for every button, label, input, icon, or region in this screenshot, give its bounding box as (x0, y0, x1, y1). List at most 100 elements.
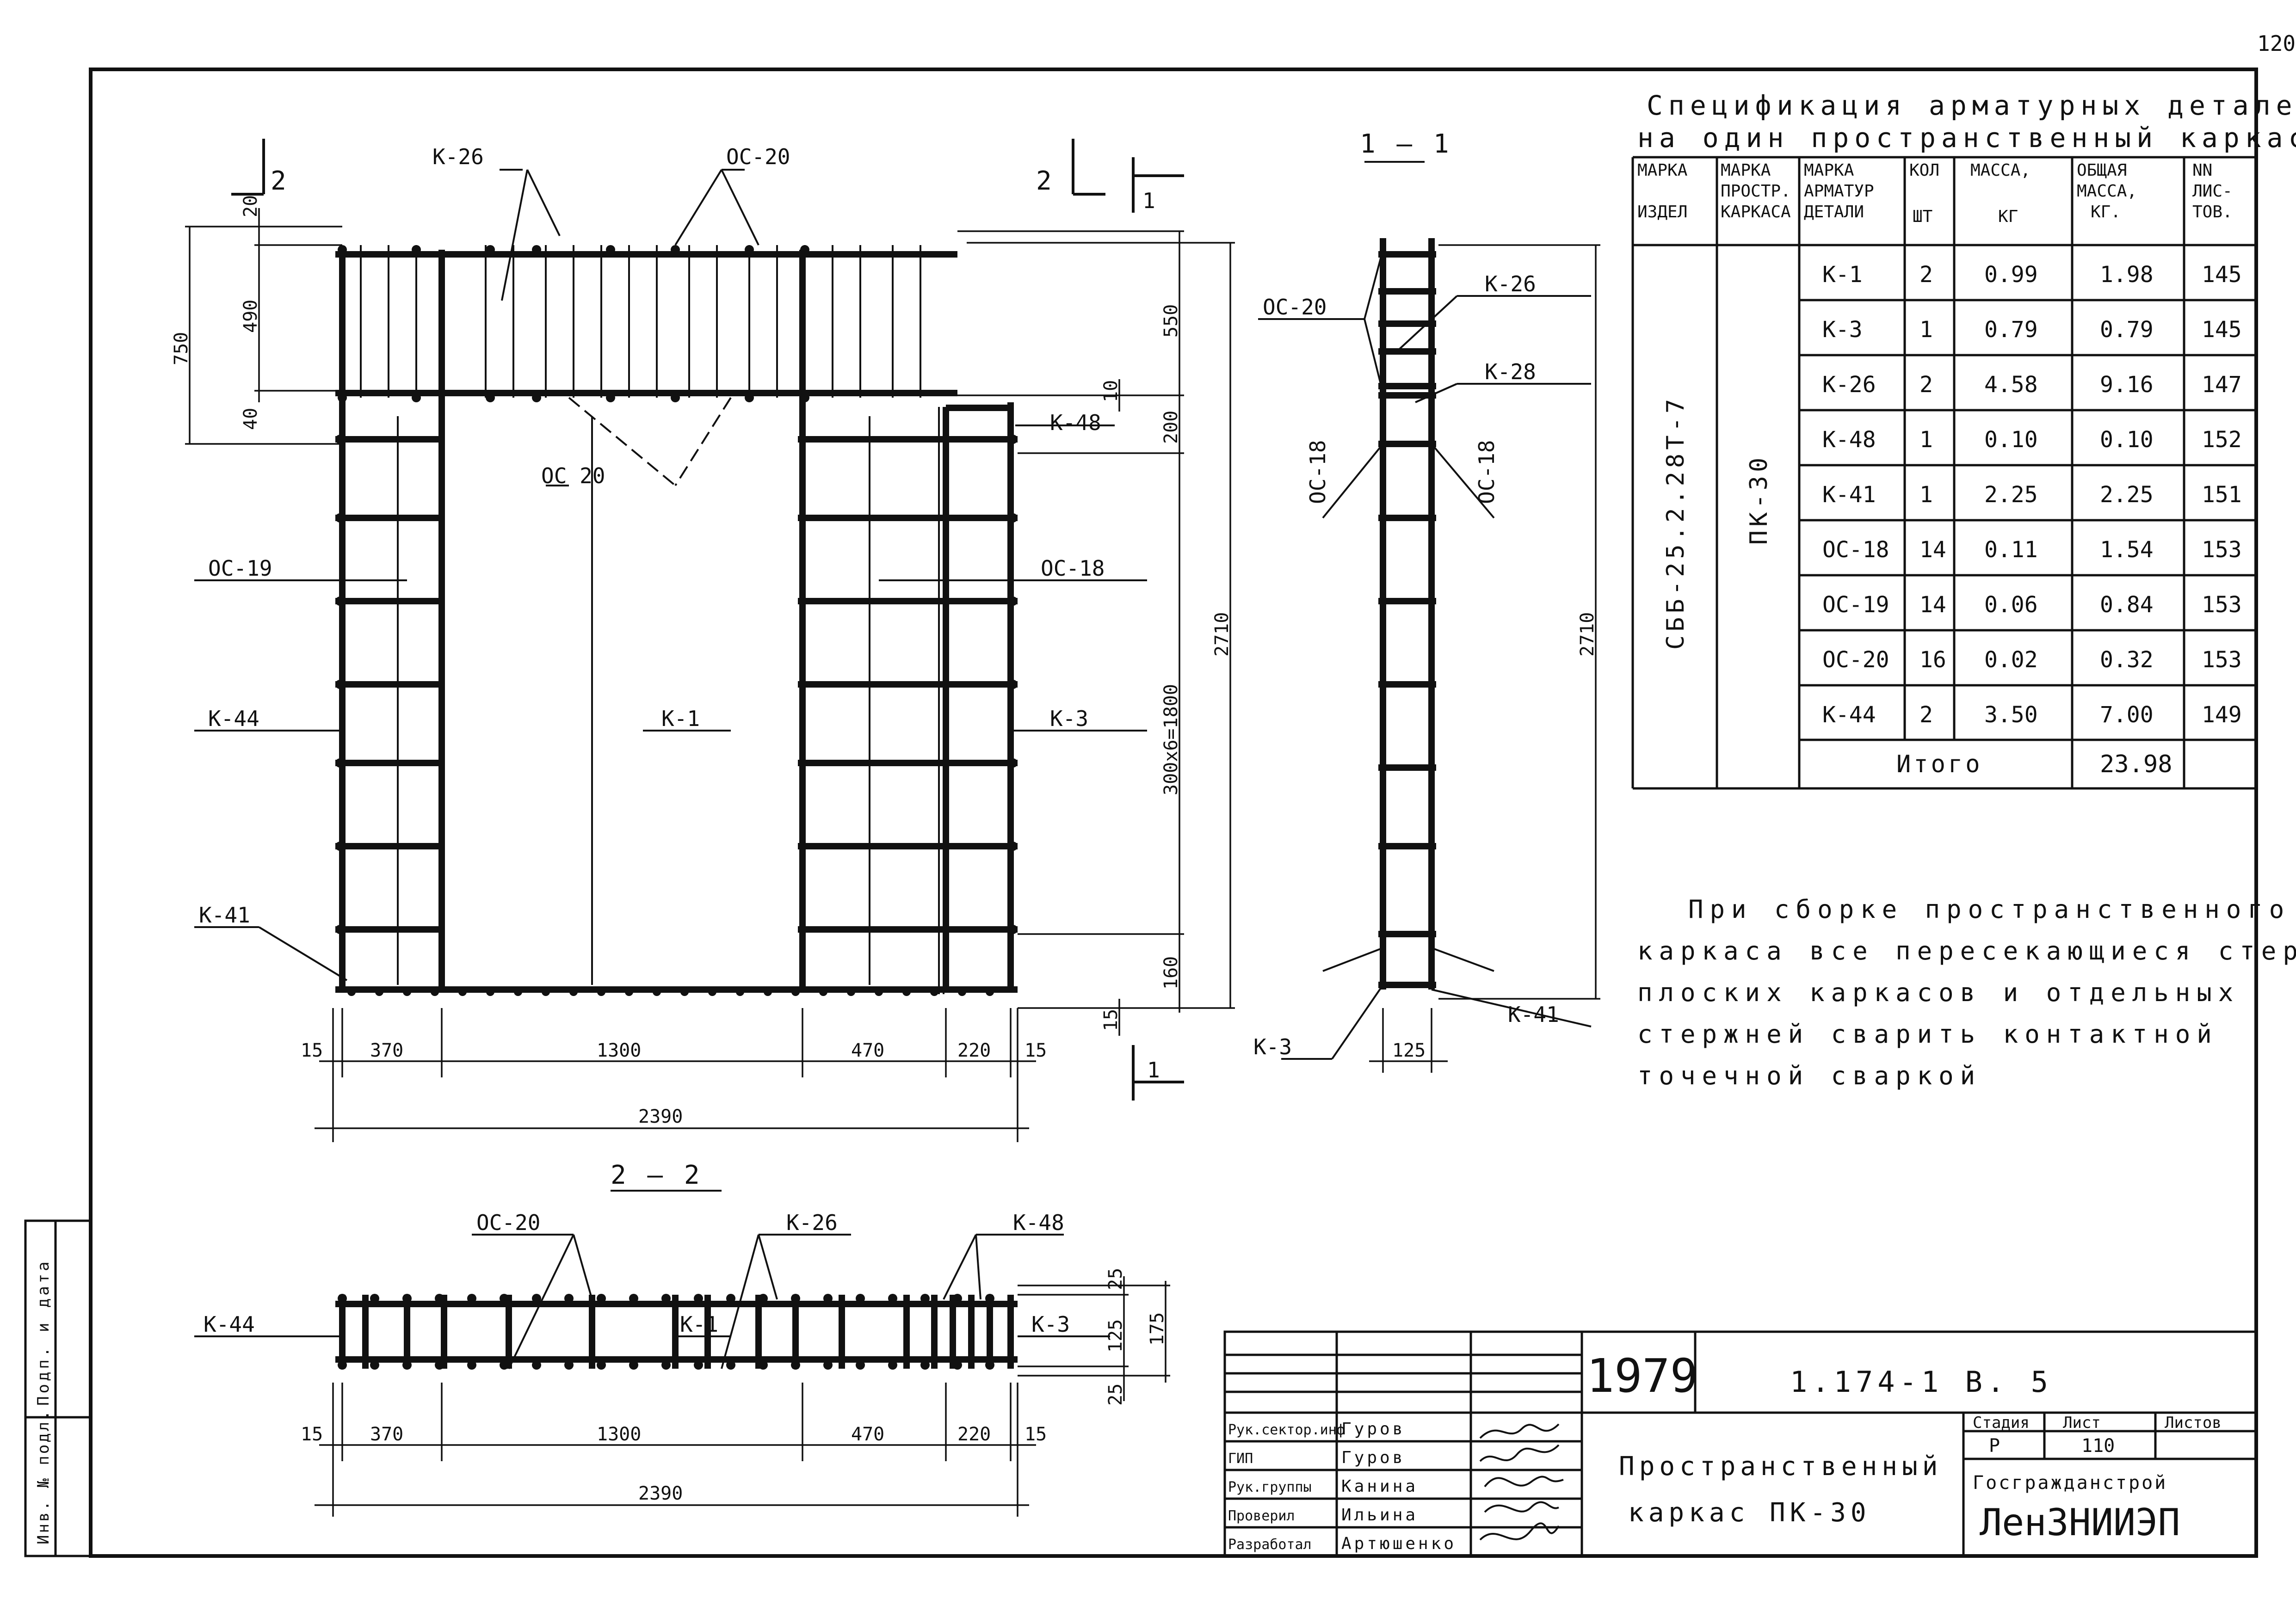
sec2-dim-2390: 2390 (638, 1483, 683, 1504)
sec1-lbl-oc20: ОС-20 (1263, 295, 1327, 320)
tb-stage: Р (1989, 1435, 2000, 1457)
spec-cell: К-26 (1822, 372, 1876, 398)
bar-dot (888, 1294, 897, 1303)
tb-year: 1979 (1586, 1349, 1698, 1403)
plan-sec-2-right: 2 (1036, 166, 1052, 196)
bar-dot (532, 1360, 541, 1370)
tb-person-name: Гуров (1341, 1420, 1405, 1439)
sec1-title: 1 — 1 (1360, 129, 1452, 159)
bar-dot (888, 1360, 897, 1370)
tb-person-role: Разработал (1228, 1537, 1312, 1553)
hdr-sheets-1: NN (2192, 161, 2212, 180)
sec2-dim-125: 125 (1105, 1319, 1126, 1353)
spec-cell: ОС-20 (1822, 647, 1889, 673)
note-line-5: точечной сваркой (1637, 1061, 1981, 1090)
spec-cell: К-41 (1822, 482, 1876, 508)
sec1-lbl-oc18a: ОС-18 (1305, 440, 1330, 504)
sec1-lbl-k41: К-41 (1508, 1002, 1559, 1027)
plan-dim-2710: 2710 (1211, 612, 1233, 657)
bar-dot (467, 1360, 476, 1370)
stamp-inv: Инв. № подл. (34, 1408, 53, 1544)
bar-dot (629, 1294, 638, 1303)
bar-dot (856, 1360, 865, 1370)
tb-person-name: Артюшенко (1341, 1534, 1457, 1553)
bar-dot (726, 1360, 735, 1370)
plan-dim-370: 370 (370, 1040, 403, 1061)
hdr-total-3: КГ. (2091, 203, 2121, 221)
spec-cell: 2 (1920, 372, 1933, 398)
bar-dot (791, 1360, 800, 1370)
bar-dot (856, 1294, 865, 1303)
plan-dim-15a: 15 (301, 1040, 323, 1061)
hdr-sheets-3: ТОВ. (2192, 203, 2233, 221)
spec-table: Спецификация арматурных деталей на один … (1631, 90, 2296, 790)
bar-dot (597, 1360, 606, 1370)
tb-title-2: каркас ПК-30 (1628, 1498, 1871, 1528)
spec-cell: 0.99 (1984, 262, 2038, 288)
hdr-total-1: ОБЩАЯ (2077, 161, 2127, 180)
hdr-sheets-2: ЛИС- (2192, 182, 2233, 201)
signatures (1479, 1423, 1564, 1541)
bar-dot (500, 1294, 509, 1303)
bar-dot (985, 1294, 994, 1303)
spec-cell: 2.25 (2100, 482, 2154, 508)
bar-dot (402, 1360, 412, 1370)
sec2-dim-370: 370 (370, 1424, 403, 1445)
spec-cell: К-48 (1822, 427, 1876, 453)
spec-cell: К-1 (1822, 262, 1863, 288)
sec2-dim-25a: 25 (1105, 1268, 1126, 1290)
tb-sheet-hdr: Лист (2063, 1414, 2101, 1432)
plan-dim-40: 40 (240, 408, 261, 430)
spec-cell: 145 (2202, 262, 2242, 288)
plan-dim-20: 20 (240, 195, 261, 217)
bar-dot (661, 1294, 671, 1303)
plan-lbl-oc20-top: ОС-20 (726, 144, 790, 169)
plan-dim-2390: 2390 (638, 1106, 683, 1127)
page-number: 120 (2257, 31, 2296, 56)
tb-person-role: Проверил (1228, 1508, 1295, 1524)
plan-dim-15b: 15 (1025, 1040, 1047, 1061)
product-mark: СББ-25.2.28Т-7 (1662, 395, 1690, 650)
bar-dot (920, 1294, 930, 1303)
plan-lbl-oc19: ОС-19 (208, 556, 272, 581)
hdr-det-1: МАРКА (1804, 161, 1854, 180)
spec-title-2: на один пространственный каркас (1637, 122, 2296, 154)
sec1-dim-2710: 2710 (1577, 612, 1598, 657)
plan-lbl-k41: К-41 (199, 903, 250, 928)
note-line-3: плоских каркасов и отдельных (1637, 978, 2240, 1007)
bar-dot (759, 1360, 768, 1370)
tb-person-role: Рук.группы (1228, 1479, 1312, 1495)
section-1-1: 1 — 1 ОС-20 К-26 К-28 ОС-18 ОС-18 (1253, 129, 1600, 1073)
bar-dot (370, 1360, 379, 1370)
plan-dim-300x6: 300х6=1800 (1160, 684, 1182, 795)
sec2-lbl-k3: К-3 (1031, 1312, 1070, 1337)
note: При сборке пространственного каркаса все… (1637, 895, 2296, 1090)
bar-dot (726, 1294, 735, 1303)
sheet-frame (89, 68, 2258, 1558)
spec-cell: К-44 (1822, 702, 1876, 728)
spec-cell: 1 (1920, 317, 1933, 343)
bar-dot (920, 1360, 930, 1370)
hdr-mass-2: КГ (1998, 207, 2018, 226)
hdr-det-3: ДЕТАЛИ (1804, 203, 1864, 221)
bar-dot (791, 1294, 800, 1303)
spec-cell: 2.25 (1984, 482, 2038, 508)
bar-dot (564, 1360, 574, 1370)
bar-dot (985, 1360, 994, 1370)
spec-cell: 0.84 (2100, 592, 2154, 618)
hdr-det-2: АРМАТУР (1804, 182, 1874, 201)
bar-dot (500, 1360, 509, 1370)
sec2-dim-470: 470 (851, 1424, 884, 1445)
spec-cell: 1.98 (2100, 262, 2154, 288)
sec2-lbl-k44: К-44 (204, 1312, 255, 1337)
plan-lbl-oc18: ОС-18 (1041, 556, 1105, 581)
tb-person-role: ГИП (1228, 1451, 1253, 1467)
sec2-lbl-k26: К-26 (786, 1210, 838, 1235)
spec-cell: 2 (1920, 702, 1933, 728)
spec-cell: 145 (2202, 317, 2242, 343)
bar-dot (823, 1294, 833, 1303)
spec-cell: 0.79 (1984, 317, 2038, 343)
bar-dot (435, 1360, 444, 1370)
plan-dim-550: 550 (1160, 304, 1182, 338)
